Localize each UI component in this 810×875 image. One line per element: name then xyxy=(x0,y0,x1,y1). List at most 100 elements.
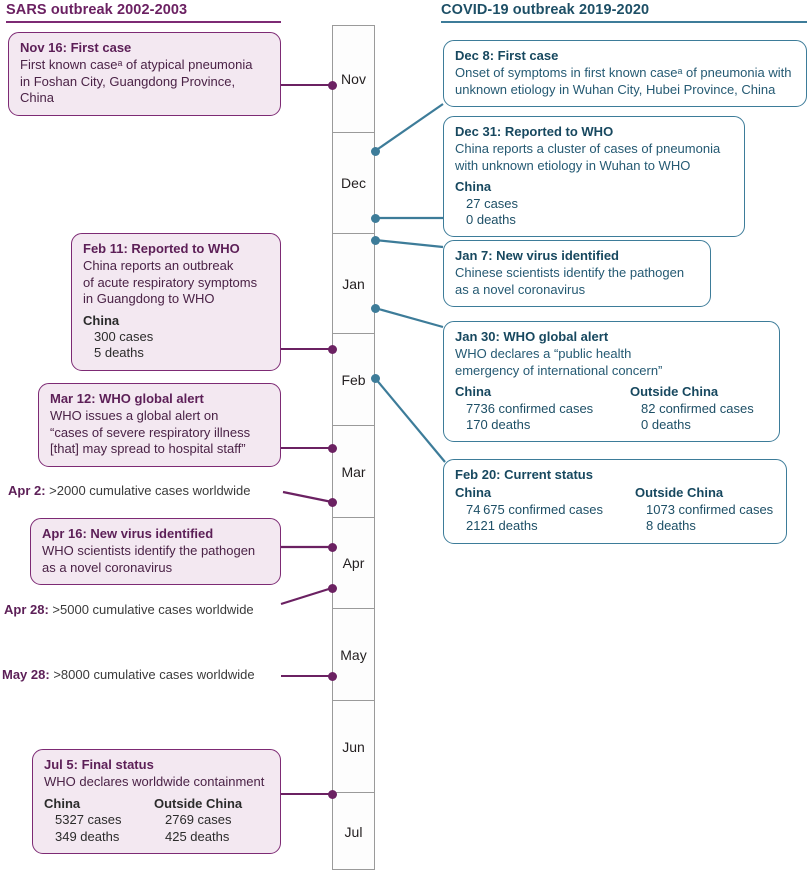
month-cell-nov: Nov xyxy=(333,26,374,133)
note-label: May 28: xyxy=(2,667,50,682)
sars-title: SARS outbreak 2002-2003 xyxy=(6,2,188,18)
event-line: WHO declares worldwide containment xyxy=(44,774,265,790)
month-cell-jun: Jun xyxy=(333,701,374,793)
stats-deaths: 170 deaths xyxy=(466,416,531,432)
event-box-covid-jan7[interactable]: Jan 7: New virus identified Chinese scie… xyxy=(443,240,711,308)
event-heading: Feb 11: Reported to WHO xyxy=(83,241,240,256)
stats-deaths: 0 deaths xyxy=(641,416,691,432)
stats-col-china: China 74 675 confirmed cases 2121 deaths xyxy=(455,485,635,534)
event-line: [that] may spread to hospital staff” xyxy=(50,441,246,457)
event-heading: Jan 7: New virus identified xyxy=(455,248,619,263)
connector-jan7 xyxy=(374,238,444,249)
note-may28: May 28: >8000 cumulative cases worldwide xyxy=(2,667,255,682)
event-heading: Jan 30: WHO global alert xyxy=(455,329,609,344)
connector-may28 xyxy=(281,675,332,677)
month-label: Jul xyxy=(344,823,363,840)
stats-cases: 300 cases xyxy=(94,328,154,344)
event-heading: Feb 20: Current status xyxy=(455,467,593,482)
tick-dot-may28 xyxy=(327,671,337,681)
stats-col-outside-china: Outside China 1073 confirmed cases 8 dea… xyxy=(635,485,773,534)
month-cell-jul: Jul xyxy=(333,793,374,870)
month-cell-mar: Mar xyxy=(333,426,374,518)
event-line: WHO issues a global alert on xyxy=(50,408,219,424)
tick-dot-jul5 xyxy=(327,789,337,799)
stats-cases: 5327 cases xyxy=(55,812,122,828)
stats-region: Outside China xyxy=(635,485,724,501)
stats-deaths: 8 deaths xyxy=(646,518,696,534)
month-cell-dec: Dec xyxy=(333,133,374,234)
tick-dot-jan7 xyxy=(370,235,380,245)
event-line: unknown etiology in Wuhan City, Hubei Pr… xyxy=(455,81,776,97)
month-label: May xyxy=(340,646,367,663)
tick-dot-dec8 xyxy=(370,146,380,156)
stats-col-outside-china: Outside China 2769 cases 425 deaths xyxy=(154,796,242,845)
note-label: Apr 28: xyxy=(4,602,49,617)
event-line: in Guangdong to WHO xyxy=(83,291,215,307)
note-apr28: Apr 28: >5000 cumulative cases worldwide xyxy=(4,602,254,617)
tick-dot-jan30 xyxy=(370,303,380,313)
stats-deaths: 0 deaths xyxy=(466,211,516,227)
tick-dot-apr16 xyxy=(327,542,337,552)
month-label: Mar xyxy=(341,463,366,480)
stats-region: Outside China xyxy=(154,795,243,811)
event-stats: China 5327 cases 349 deaths Outside Chin… xyxy=(44,796,270,845)
event-box-covid-jan30[interactable]: Jan 30: WHO global alert WHO declares a … xyxy=(443,321,780,443)
event-line: WHO scientists identify the pathogen xyxy=(42,543,256,559)
stats-region: China xyxy=(455,179,492,195)
stats-col-china: China 7736 confirmed cases 170 deaths xyxy=(455,384,630,433)
event-box-covid-dec8[interactable]: Dec 8: First case Onset of symptoms in f… xyxy=(443,40,807,108)
event-line: “cases of severe respiratory illness xyxy=(50,424,251,440)
month-cell-apr: Apr xyxy=(333,518,374,609)
event-box-sars-feb11[interactable]: Feb 11: Reported to WHO China reports an… xyxy=(71,233,281,371)
note-text: >5000 cumulative cases worldwide xyxy=(48,602,254,617)
month-label: Dec xyxy=(341,175,366,191)
stats-region: China xyxy=(44,795,81,811)
event-box-sars-nov16[interactable]: Nov 16: First case First known caseᵃ of … xyxy=(8,32,281,116)
note-text: >2000 cumulative cases worldwide xyxy=(45,483,251,498)
connector-apr28 xyxy=(280,586,333,606)
event-box-covid-feb20[interactable]: Feb 20: Current status China 74 675 conf… xyxy=(443,459,787,544)
event-line: with unknown etiology in Wuhan to WHO xyxy=(455,157,691,173)
tick-dot-mar12 xyxy=(327,443,337,453)
event-line: China reports an outbreak xyxy=(83,258,234,274)
event-box-sars-jul5[interactable]: Jul 5: Final status WHO declares worldwi… xyxy=(32,749,281,854)
tick-dot-nov16 xyxy=(327,80,337,90)
stats-cases: 1073 confirmed cases xyxy=(646,501,774,517)
stats-region: China xyxy=(83,312,120,328)
event-box-sars-mar12[interactable]: Mar 12: WHO global alert WHO issues a gl… xyxy=(38,383,281,467)
event-heading: Dec 8: First case xyxy=(455,48,559,63)
event-line: Chinese scientists identify the pathogen xyxy=(455,265,685,281)
event-box-sars-apr16[interactable]: Apr 16: New virus identified WHO scienti… xyxy=(30,518,281,586)
stats-region: China xyxy=(455,485,492,501)
month-cell-feb: Feb xyxy=(333,334,374,426)
month-label: Jun xyxy=(342,738,365,755)
stats-col-china: China 300 cases 5 deaths xyxy=(83,313,223,362)
month-cell-may: May xyxy=(333,609,374,701)
stats-col-outside-china: Outside China 82 confirmed cases 0 death… xyxy=(630,384,754,433)
month-axis: Nov Dec Jan Feb Mar Apr May Jun Jul xyxy=(332,25,375,870)
stats-cases: 74 675 confirmed cases xyxy=(466,501,604,517)
connector-dec8 xyxy=(374,103,444,152)
event-stats: China 300 cases 5 deaths xyxy=(83,313,270,362)
event-line: WHO declares a “public health xyxy=(455,346,632,362)
event-heading: Mar 12: WHO global alert xyxy=(50,391,204,406)
event-heading: Dec 31: Reported to WHO xyxy=(455,124,614,139)
tick-dot-apr2 xyxy=(327,497,337,507)
event-line: Onset of symptoms in first known caseᵃ o… xyxy=(455,65,792,81)
event-box-covid-dec31[interactable]: Dec 31: Reported to WHO China reports a … xyxy=(443,116,745,238)
event-heading: Jul 5: Final status xyxy=(44,757,154,772)
stats-region: Outside China xyxy=(630,384,719,400)
event-line: as a novel coronavirus xyxy=(455,281,586,297)
sars-underline xyxy=(6,21,281,23)
note-label: Apr 2: xyxy=(8,483,46,498)
stats-deaths: 349 deaths xyxy=(55,828,120,844)
connector-jul5 xyxy=(281,793,332,795)
tick-dot-apr28 xyxy=(327,583,337,593)
stats-deaths: 2121 deaths xyxy=(466,518,538,534)
event-stats: China 74 675 confirmed cases 2121 deaths… xyxy=(455,485,776,534)
connector-mar12 xyxy=(281,447,332,449)
tick-dot-feb11 xyxy=(327,344,337,354)
event-stats: China 27 cases 0 deaths xyxy=(455,179,734,228)
event-line: China reports a cluster of cases of pneu… xyxy=(455,141,721,157)
